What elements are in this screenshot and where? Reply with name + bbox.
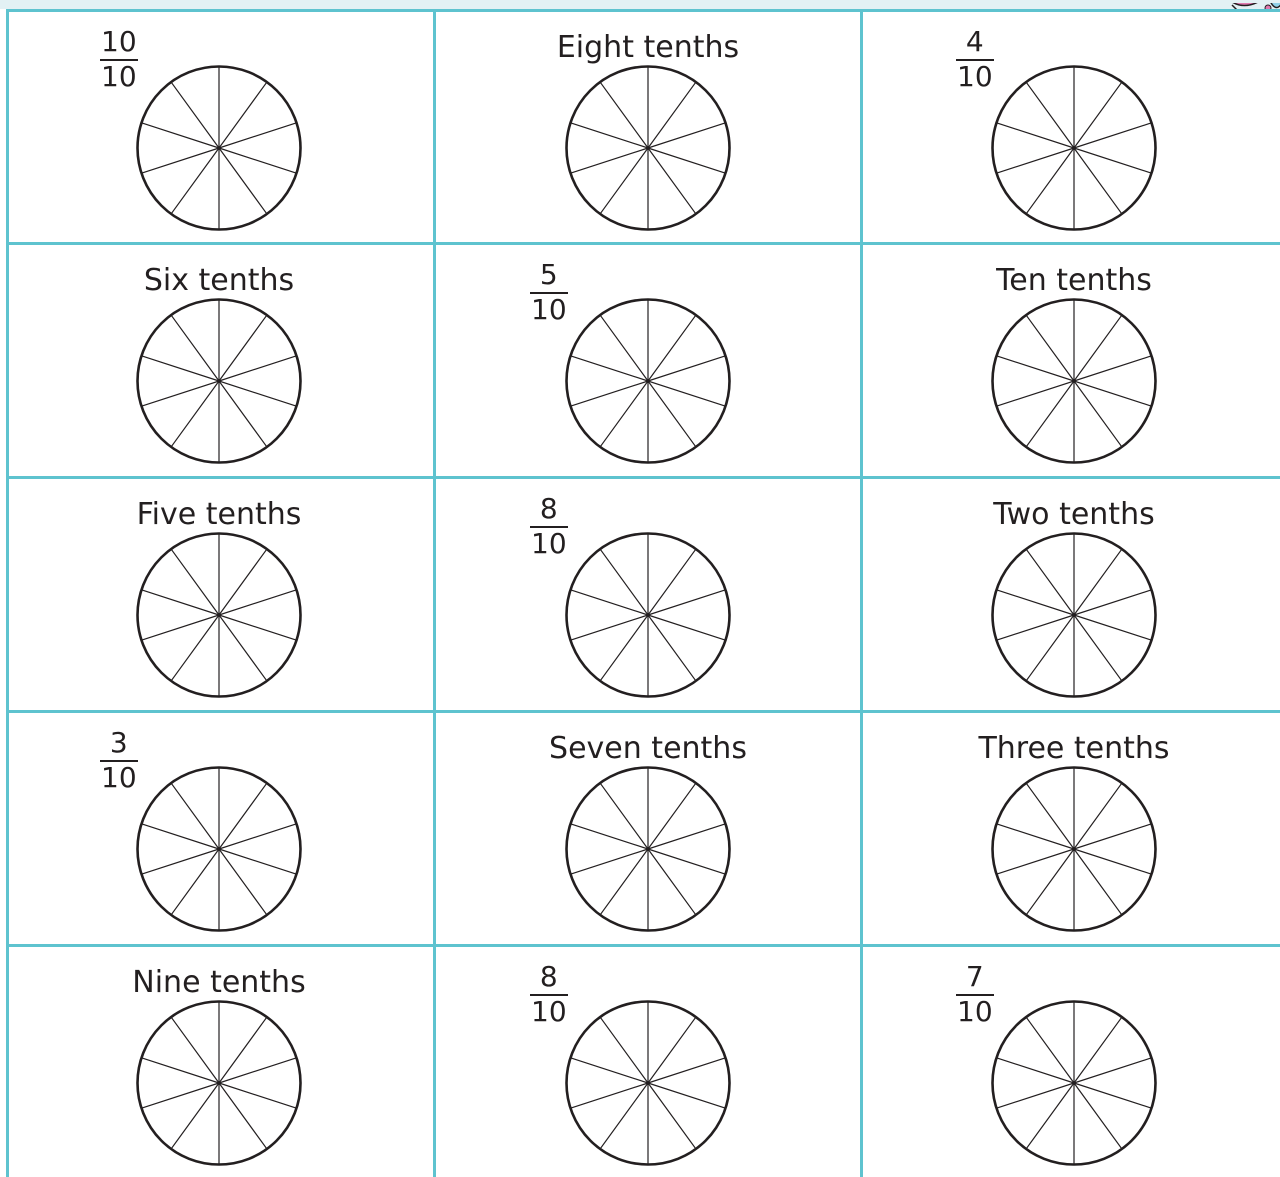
tenths-circle[interactable]: [563, 998, 733, 1168]
fraction-word-label: Ten tenths: [874, 263, 1274, 299]
fraction-numerator: 8: [539, 495, 559, 526]
tenths-circle[interactable]: [563, 764, 733, 934]
tenths-circle[interactable]: [563, 530, 733, 700]
fraction-numerator: 3: [109, 729, 129, 760]
fraction-denominator: 10: [100, 61, 138, 91]
fraction-denominator: 10: [530, 996, 568, 1026]
tenths-circle[interactable]: [563, 296, 733, 466]
fraction-label: 710: [956, 963, 994, 1026]
tenths-circle[interactable]: [989, 296, 1159, 466]
fraction-cell: Ten tenths: [861, 243, 1280, 477]
fraction-denominator: 10: [530, 528, 568, 558]
fraction-cell: Three tenths: [861, 711, 1280, 945]
fraction-label: 810: [530, 963, 568, 1026]
fraction-label: 410: [956, 28, 994, 91]
fraction-cell: 310: [8, 711, 434, 945]
fraction-word-label: Six tenths: [19, 263, 419, 299]
tenths-circle[interactable]: [134, 998, 304, 1168]
fraction-numerator: 5: [539, 261, 559, 292]
fraction-cell: Six tenths: [8, 243, 434, 477]
fraction-cell: Five tenths: [8, 477, 434, 711]
fraction-word-label: Two tenths: [874, 497, 1274, 533]
fraction-cell: Nine tenths: [8, 945, 434, 1177]
fraction-numerator: 10: [100, 28, 138, 59]
fraction-numerator: 7: [965, 963, 985, 994]
tenths-circle[interactable]: [989, 764, 1159, 934]
tenths-circle[interactable]: [989, 998, 1159, 1168]
fraction-denominator: 10: [100, 762, 138, 792]
tenths-circle[interactable]: [134, 530, 304, 700]
fraction-word-label: Nine tenths: [19, 965, 419, 1001]
tenths-circle[interactable]: [134, 764, 304, 934]
fraction-denominator: 10: [956, 996, 994, 1026]
tenths-circle[interactable]: [989, 530, 1159, 700]
tenths-circle[interactable]: [134, 63, 304, 233]
fraction-word-label: Five tenths: [19, 497, 419, 533]
fraction-word-label: Seven tenths: [448, 731, 848, 767]
tenths-circle[interactable]: [989, 63, 1159, 233]
fraction-numerator: 8: [539, 963, 559, 994]
tenths-circle[interactable]: [134, 296, 304, 466]
fraction-numerator: 4: [965, 28, 985, 59]
fraction-cell: Seven tenths: [434, 711, 861, 945]
fraction-label: 810: [530, 495, 568, 558]
fraction-denominator: 10: [956, 61, 994, 91]
fraction-word-label: Eight tenths: [448, 30, 848, 66]
fraction-denominator: 10: [530, 294, 568, 324]
fraction-cell: Eight tenths: [434, 10, 861, 243]
fraction-cell: Two tenths: [861, 477, 1280, 711]
tenths-circle[interactable]: [563, 63, 733, 233]
fraction-word-label: Three tenths: [874, 731, 1274, 767]
